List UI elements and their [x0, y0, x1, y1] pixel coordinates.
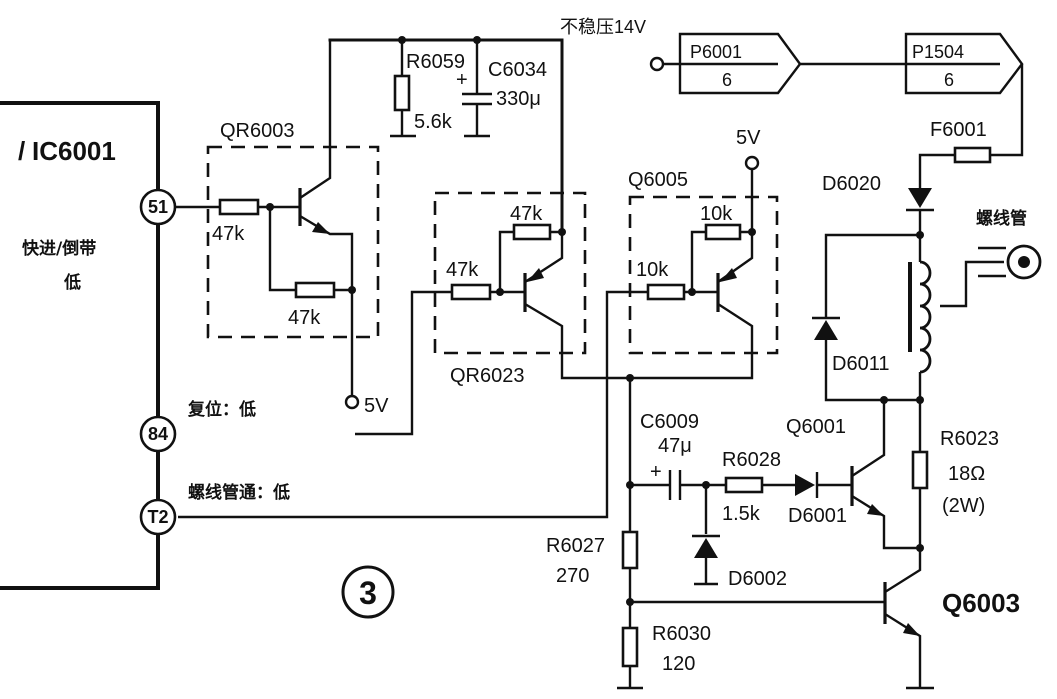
d6002-label: D6001	[788, 505, 847, 527]
qr6023-be-resistor	[512, 223, 552, 241]
r6023-rating: (2W)	[942, 495, 985, 517]
q6005-package	[628, 195, 779, 355]
r6028-label: R6028	[722, 449, 781, 471]
r6027-value: 270	[556, 565, 589, 587]
c6034-polarity: +	[456, 69, 468, 91]
q6005-5v-terminal	[744, 155, 760, 171]
c6009-label: C6009	[640, 411, 699, 433]
qr6023-transistor	[523, 232, 630, 380]
pin-84: 84	[139, 415, 177, 453]
figure-number: 3	[359, 575, 377, 611]
q6005-be-resistor	[704, 223, 742, 241]
qr6003-be-resistor-value: 47k	[288, 307, 321, 329]
qr6023-package	[433, 191, 587, 355]
solenoid-plunger	[978, 244, 1042, 280]
qr6003-transistor	[298, 40, 354, 395]
c6034-value: 330μ	[496, 88, 541, 110]
r6059-value: 5.6k	[414, 111, 453, 133]
q6001-label: Q6001	[786, 416, 846, 438]
pin-51: 51	[139, 188, 177, 226]
r6030-label: R6030	[652, 623, 711, 645]
c6034-label: C6034	[488, 59, 547, 81]
pin-84-number: 84	[148, 424, 168, 444]
pin-51-number: 51	[148, 197, 168, 217]
qr6023-label: QR6023	[450, 365, 525, 387]
qr6023-base-resistor-value: 47k	[446, 259, 479, 281]
c6009-value: 47μ	[658, 435, 692, 457]
q6005-be-resistor-value: 10k	[700, 203, 733, 225]
r6030-value: 120	[662, 653, 695, 675]
r6028-value: 1.5k	[722, 503, 761, 525]
qr6003-label: QR6003	[220, 120, 295, 142]
p6001-connector	[678, 32, 802, 95]
qr6003-base-resistor-value: 47k	[212, 223, 245, 245]
r6023-value: 18Ω	[948, 463, 985, 485]
qr6023-be-resistor-value: 47k	[510, 203, 543, 225]
pin-t2-number: T2	[147, 507, 168, 527]
p6001-pin: 6	[722, 70, 732, 90]
d6011-diode	[812, 316, 840, 340]
pin-t2: T2	[139, 498, 177, 536]
ic6001-body	[0, 101, 160, 590]
f6001-fuse	[953, 146, 992, 164]
r6027-resistor	[621, 530, 639, 570]
qr6003-package	[206, 145, 380, 339]
d6020-label: D6020	[822, 173, 881, 195]
r6023-label: R6023	[940, 428, 999, 450]
d6001-label: D6002	[728, 568, 787, 590]
q6005-transistor	[630, 170, 754, 380]
p1504-connector	[904, 32, 1024, 95]
q6005-base-resistor	[646, 283, 686, 301]
d6011-label: D6011	[832, 353, 889, 375]
r6059-resistor	[393, 74, 411, 112]
pin51-level: 低	[63, 272, 81, 293]
pint2-signal: 螺线管通：低	[188, 482, 290, 503]
q6001-transistor	[850, 400, 920, 550]
f6001-label: F6001	[930, 119, 987, 141]
q6005-base-resistor-value: 10k	[636, 259, 669, 281]
pin84-signal: 复位：低	[187, 399, 256, 420]
r6059-label: R6059	[406, 51, 465, 73]
p1504-label: P1504	[912, 42, 964, 62]
r6030-resistor	[621, 626, 639, 668]
q6005-5v-label: 5V	[736, 127, 761, 149]
d6020-diode	[906, 188, 934, 212]
r6023-resistor	[911, 450, 929, 490]
p1504-pin: 6	[944, 70, 954, 90]
r6028-resistor	[724, 476, 764, 494]
qr6003-5v-label: 5V	[364, 395, 389, 417]
p6001-label: P6001	[690, 42, 742, 62]
ic6001-label: IC6001	[32, 136, 116, 166]
d6001-diode	[692, 534, 720, 558]
qr6003-be-resistor	[294, 281, 336, 299]
q6003-label: Q6003	[942, 588, 1020, 618]
figure-number-badge: 3	[341, 565, 395, 619]
qr6003-base-resistor	[218, 198, 260, 216]
d6002-diode	[795, 472, 819, 498]
supply-14v-terminal	[649, 56, 665, 72]
c6009-polarity: +	[650, 461, 662, 483]
solenoid-coil	[908, 260, 932, 374]
q6005-label: Q6005	[628, 169, 688, 191]
qr6023-base-resistor	[450, 283, 492, 301]
pin51-signal: 快进/倒带	[22, 238, 96, 259]
r6027-label: R6027	[546, 535, 605, 557]
qr6003-5v-terminal	[344, 394, 360, 410]
solenoid-label: 螺线管	[976, 208, 1027, 229]
supply-14v-label: 不稳压14V	[560, 17, 646, 37]
ic6001-prefix: /	[18, 136, 25, 166]
q6003-transistor	[883, 548, 934, 690]
